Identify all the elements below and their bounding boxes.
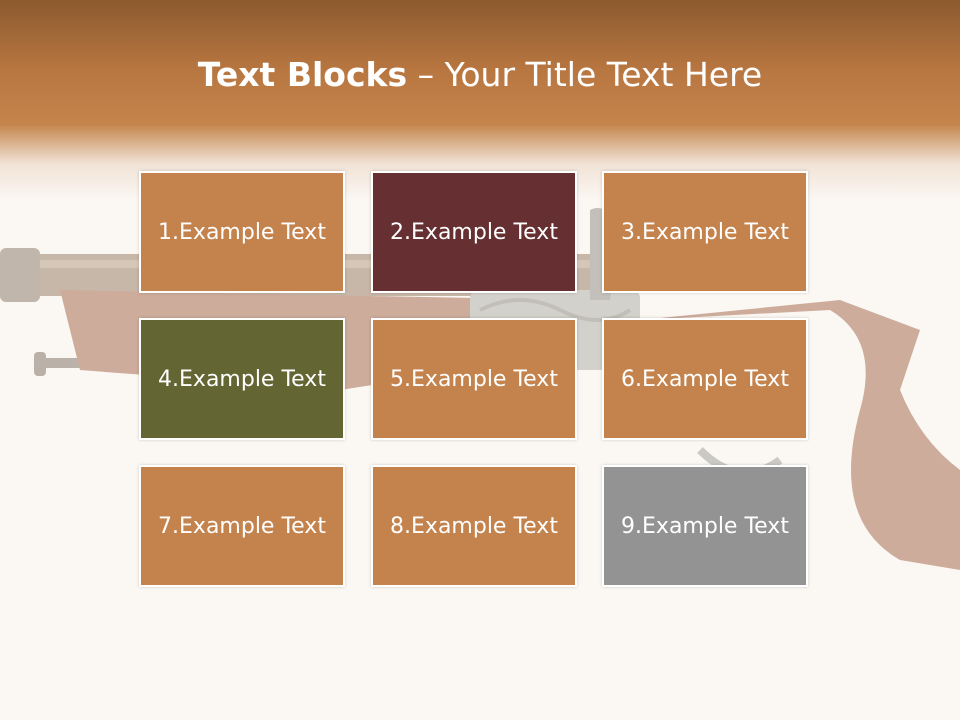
header-band: [0, 0, 960, 200]
text-block-4: 4.Example Text: [139, 318, 345, 440]
text-block-1: 1.Example Text: [139, 171, 345, 293]
text-block-5: 5.Example Text: [371, 318, 577, 440]
title-bold: Text Blocks: [197, 55, 408, 94]
text-block-8: 8.Example Text: [371, 465, 577, 587]
title-rest: – Your Title Text Here: [407, 55, 763, 94]
text-block-7: 7.Example Text: [139, 465, 345, 587]
slide-title: Text Blocks – Your Title Text Here: [0, 52, 960, 98]
text-block-3: 3.Example Text: [602, 171, 808, 293]
text-block-9: 9.Example Text: [602, 465, 808, 587]
text-block-6: 6.Example Text: [602, 318, 808, 440]
text-block-2: 2.Example Text: [371, 171, 577, 293]
